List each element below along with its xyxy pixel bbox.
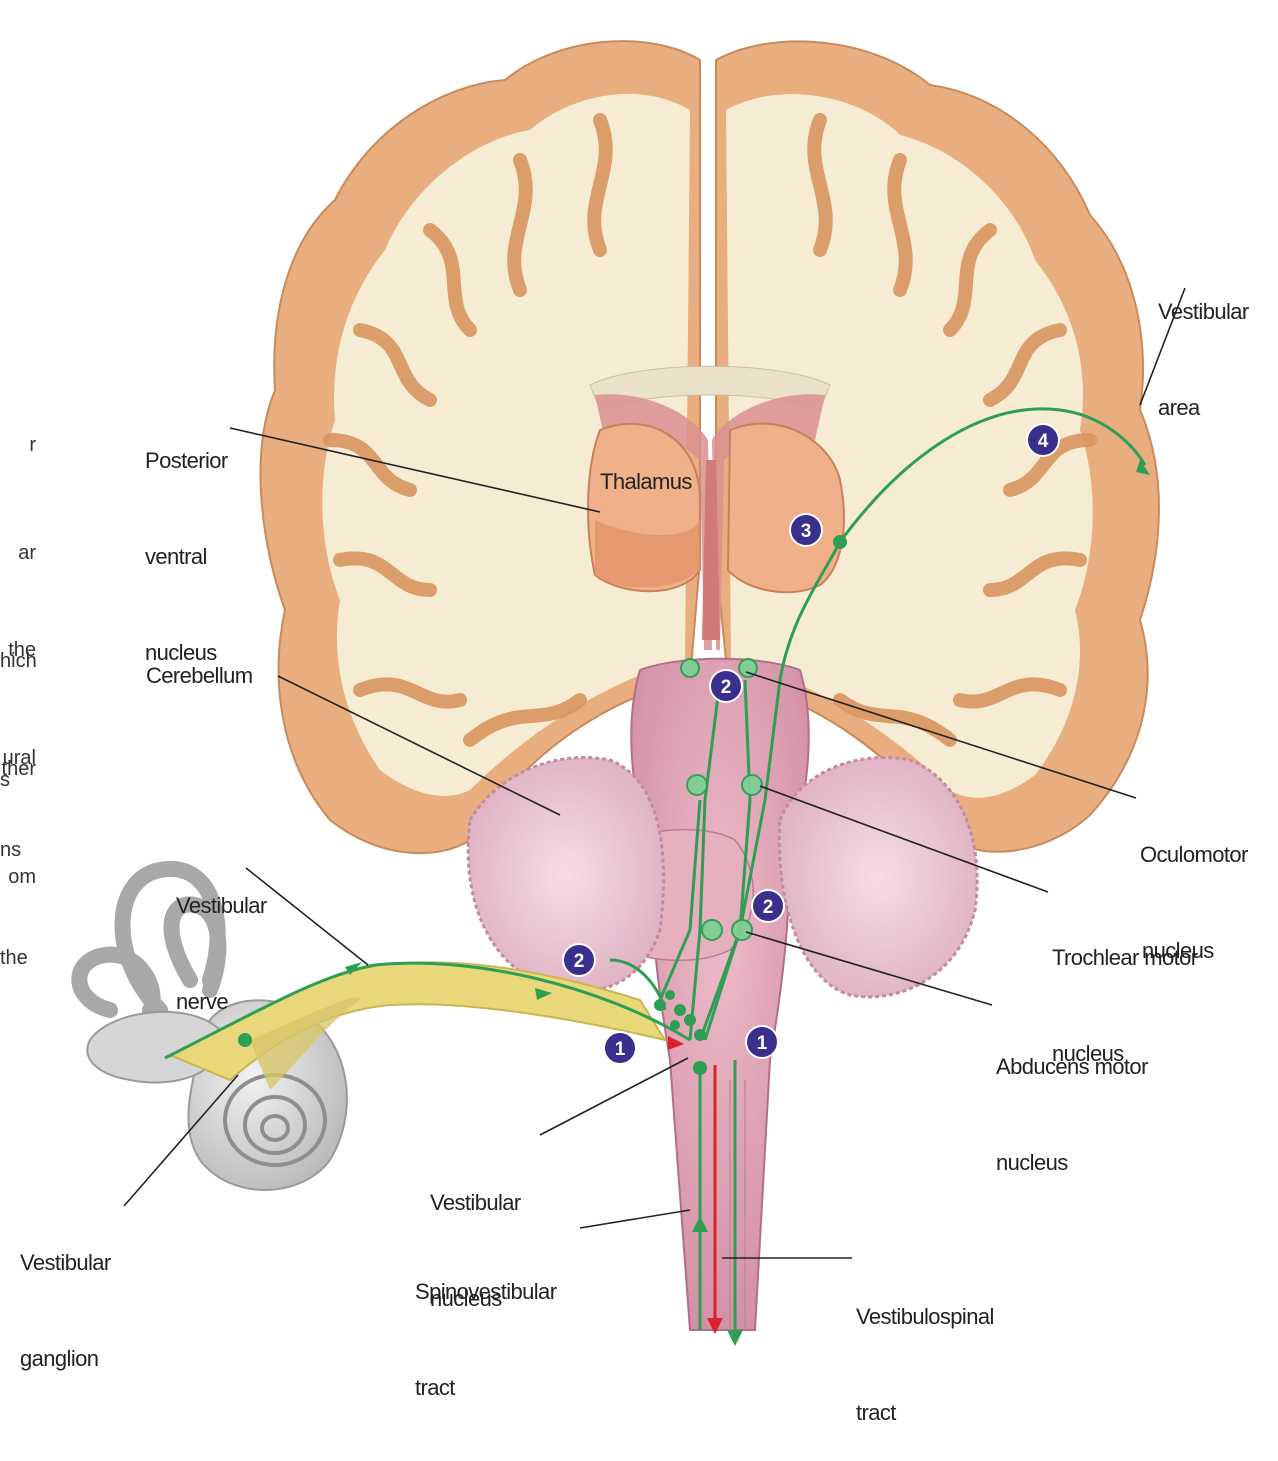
step-marker-2: 2	[563, 944, 595, 976]
step-marker-2: 2	[752, 890, 784, 922]
label-cerebellum: Cerebellum	[146, 660, 253, 692]
step-marker-1: 1	[746, 1026, 778, 1058]
right-cerebellum	[779, 758, 977, 997]
label-abducens-motor-nucleus: Abducens motor nucleus	[996, 987, 1148, 1211]
svg-text:2: 2	[763, 897, 774, 918]
step-marker-2: 2	[710, 670, 742, 702]
svg-text:3: 3	[801, 521, 812, 542]
step-marker-4: 4	[1027, 424, 1059, 456]
step-marker-1: 1	[604, 1032, 636, 1064]
svg-text:1: 1	[757, 1033, 768, 1054]
label-vestibular-area: Vestibular area	[1158, 232, 1249, 456]
svg-text:2: 2	[574, 951, 585, 972]
cropped-text-fragments-4: ns the	[0, 760, 36, 1012]
label-vestibular-ganglion: Vestibular ganglion	[20, 1183, 111, 1407]
svg-text:2: 2	[721, 677, 732, 698]
label-vestibular-nerve: Vestibular nerve	[176, 826, 267, 1050]
trochlear-nucleus-left	[687, 775, 707, 795]
label-thalamus: Thalamus	[600, 466, 692, 498]
step-marker-3: 3	[790, 514, 822, 546]
svg-text:1: 1	[615, 1039, 626, 1060]
label-spinovestibular-tract: Spinovestibular tract	[415, 1212, 556, 1436]
abducens-nucleus-right	[732, 920, 752, 940]
svg-text:4: 4	[1038, 431, 1049, 452]
label-vestibulospinal-tract: Vestibulospinal tract	[856, 1237, 994, 1461]
trochlear-nucleus-right	[742, 775, 762, 795]
abducens-nucleus-left	[702, 920, 722, 940]
oculomotor-nucleus-left	[681, 659, 699, 677]
label-posterior-ventral-nucleus: Posterior ventral nucleus	[145, 381, 228, 701]
vestibular-pathway-diagram: 1 1 2 2 2 3 4 Posterior ventral nucleus …	[0, 0, 1278, 1354]
